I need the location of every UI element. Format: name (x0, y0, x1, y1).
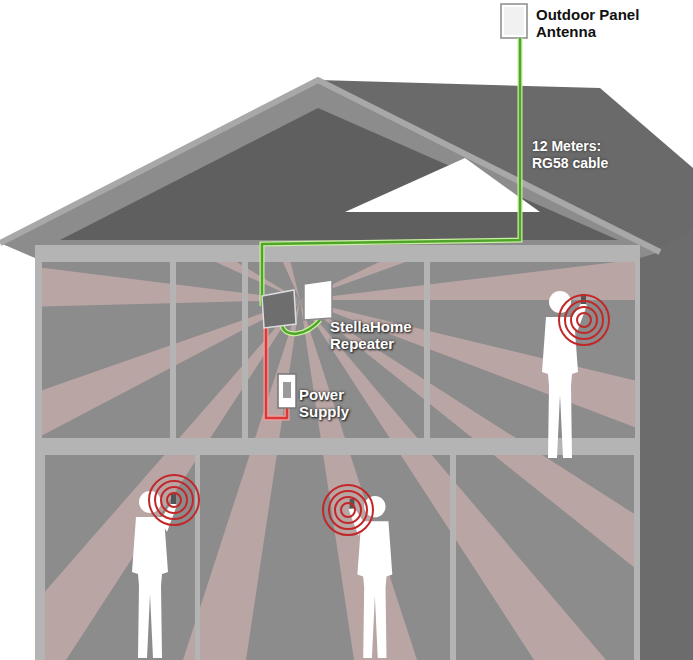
shape-rect (278, 374, 296, 408)
cable-connector (266, 356, 274, 418)
cable-line (262, 46, 520, 276)
shape-circle (161, 487, 187, 513)
antenna-node: Outdoor Panel Antenna (498, 2, 688, 46)
shape-polygon (0, 60, 300, 300)
shape-circle (323, 485, 373, 535)
shape-circle (329, 491, 367, 529)
shape-polygon (304, 280, 332, 320)
shape-circle (565, 301, 603, 339)
shape-rect (283, 382, 291, 398)
shape-circle (571, 307, 597, 333)
edge-label: 12 Meters: RG58 cable (532, 138, 632, 172)
shape-circle (335, 497, 361, 523)
repeater-node: StellaHome Repeater (256, 276, 432, 356)
shape-polygon (300, 300, 693, 490)
side-wall (640, 226, 693, 660)
cable-connector (262, 46, 520, 276)
shape-polygon (120, 0, 300, 300)
cable-halo (262, 46, 520, 276)
shape-polyline (274, 408, 287, 418)
gable (0, 80, 660, 258)
shape-circle (155, 481, 193, 519)
node-label: Power Supply (299, 386, 359, 420)
shape-polyline (274, 408, 287, 418)
shape-polygon (300, 240, 693, 300)
attic (60, 108, 618, 240)
shape-polygon (262, 290, 296, 328)
shape-polygon (0, 250, 300, 310)
shape-rect (504, 7, 524, 35)
shape-circle (341, 503, 355, 517)
people (132, 291, 587, 658)
node-label: Outdoor Panel Antenna (536, 6, 648, 40)
shape-line (264, 324, 269, 356)
node-label: StellaHome Repeater (330, 318, 428, 352)
cable-line (266, 356, 274, 418)
shape-circle (167, 493, 181, 507)
attic-opening (345, 158, 540, 212)
shape-polygon (300, 300, 693, 660)
shape-line (519, 38, 522, 46)
signal-rings (149, 295, 609, 535)
cable-halo (266, 356, 274, 418)
shape-polygon (300, 60, 693, 300)
shape-polygon (0, 300, 300, 660)
shape-circle (577, 313, 591, 327)
shape-line (518, 38, 523, 46)
shape-line (265, 324, 268, 356)
shape-circle (559, 295, 609, 345)
shape-circle (149, 475, 199, 525)
shape-polygon (300, 300, 430, 660)
roof-trim (0, 80, 660, 252)
shape-rect (501, 4, 527, 38)
power-supply-node: Power Supply (274, 372, 363, 432)
